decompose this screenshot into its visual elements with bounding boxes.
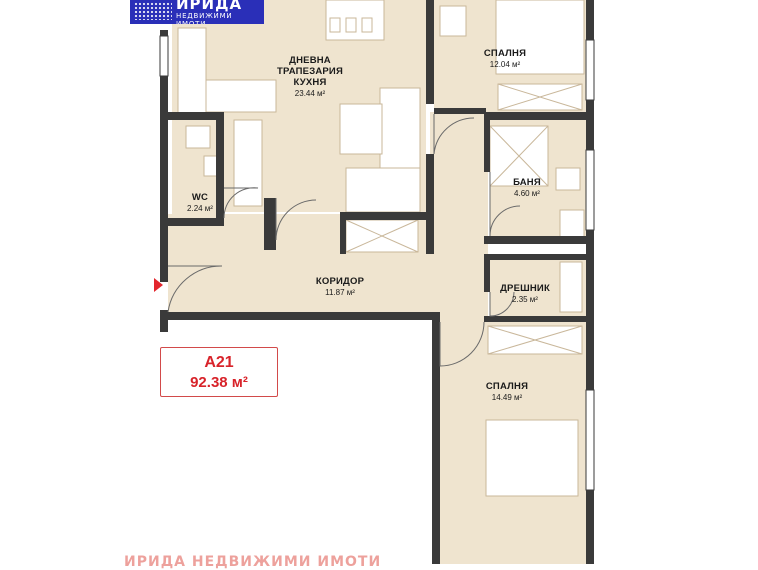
wall-bedroom1-south bbox=[434, 108, 486, 114]
window bbox=[159, 35, 169, 77]
wall-wc-north bbox=[168, 112, 224, 120]
walls bbox=[160, 0, 594, 564]
wall-closet-south bbox=[484, 316, 588, 322]
wall-west bbox=[160, 30, 168, 282]
unit-area: 92.38 м² bbox=[190, 374, 248, 391]
room-bedroom2: СПАЛНЯ 14.49 м² bbox=[472, 381, 542, 402]
watermark: ИРИДА НЕДВИЖИМИ ИМОТИ bbox=[124, 554, 382, 570]
room-wc: WC 2.24 м² bbox=[178, 192, 222, 213]
room-bathroom: БАНЯ 4.60 м² bbox=[500, 177, 554, 198]
room-bathroom-area: 4.60 м² bbox=[514, 188, 540, 198]
room-living-area: 23.44 м² bbox=[294, 88, 326, 98]
wall-west-lower bbox=[160, 310, 168, 332]
bedroom1-door bbox=[433, 114, 475, 155]
room-bedroom1: СПАЛНЯ 12.04 м² bbox=[470, 48, 540, 69]
wall-corridor-south bbox=[168, 312, 440, 320]
room-corridor-name: КОРИДОР bbox=[315, 276, 365, 287]
wall-bath-north bbox=[484, 112, 588, 120]
room-living-name-1: ДНЕВНА bbox=[289, 55, 331, 66]
logo-tagline: НЕДВИЖИМИ ИМОТИ bbox=[176, 12, 233, 24]
toilet bbox=[555, 167, 581, 191]
room-bedroom1-area: 12.04 м² bbox=[489, 59, 521, 69]
kitchen-counter bbox=[177, 27, 207, 115]
unit-summary: A21 92.38 м² bbox=[160, 347, 278, 397]
room-bedroom1-name: СПАЛНЯ bbox=[483, 48, 527, 59]
window bbox=[585, 149, 595, 231]
room-corridor: КОРИДОР 11.87 м² bbox=[300, 276, 380, 297]
doors bbox=[167, 114, 521, 367]
wall-bath-west bbox=[484, 112, 490, 172]
room-wc-name: WC bbox=[191, 192, 209, 203]
closet-door bbox=[489, 291, 515, 317]
entrance-arrow-icon bbox=[154, 278, 163, 292]
dining-chair bbox=[361, 17, 373, 33]
furniture-detail bbox=[345, 83, 583, 355]
wall-bedroom2-west bbox=[432, 318, 440, 564]
bedroom2-door bbox=[439, 321, 485, 367]
wall-living-east-3 bbox=[426, 206, 434, 254]
wall-wc-south bbox=[168, 218, 224, 226]
room-bathroom-name: БАНЯ bbox=[513, 177, 541, 188]
column bbox=[264, 198, 276, 250]
kitchen-island bbox=[205, 79, 277, 113]
dining-chair bbox=[329, 17, 341, 33]
wc-door bbox=[223, 187, 259, 219]
room-living: ДНЕВНА ТРАПЕЗАРИЯ КУХНЯ 23.44 м² bbox=[270, 55, 350, 98]
wall-wardrobe-west bbox=[340, 212, 346, 254]
room-closet: ДРЕШНИК 2.35 м² bbox=[492, 283, 558, 304]
coffee-table bbox=[339, 103, 383, 155]
unit-code: A21 bbox=[204, 354, 234, 371]
room-closet-name: ДРЕШНИК bbox=[500, 283, 550, 294]
room-corridor-area: 11.87 м² bbox=[325, 287, 355, 297]
closet-shelves bbox=[559, 261, 583, 313]
room-closet-area: 2.35 м² bbox=[512, 294, 538, 304]
logo-brand-name: ИРИДА bbox=[176, 0, 243, 13]
room-living-name-2: ТРАПЕЗАРИЯ bbox=[276, 65, 343, 77]
wall-closet-west bbox=[484, 254, 490, 292]
room-wc-area: 2.24 м² bbox=[187, 203, 213, 213]
wall-living-east bbox=[426, 0, 434, 104]
tv-unit bbox=[233, 119, 263, 207]
desk-chair bbox=[439, 5, 467, 37]
sofa-chaise bbox=[345, 167, 421, 213]
wall-wc-east bbox=[216, 120, 224, 226]
room-bedroom2-area: 14.49 м² bbox=[491, 392, 523, 402]
logo-mark-icon bbox=[134, 2, 172, 20]
window bbox=[585, 39, 595, 101]
dining-chair bbox=[345, 17, 357, 33]
windows bbox=[159, 35, 595, 491]
wall-east bbox=[586, 0, 594, 564]
bed2 bbox=[485, 419, 579, 497]
room-living-name-3: КУХНЯ bbox=[293, 76, 327, 88]
entry-door bbox=[167, 265, 223, 313]
window bbox=[585, 389, 595, 491]
wall-bath-south bbox=[484, 236, 588, 244]
bed1 bbox=[495, 0, 585, 75]
corridor-floor-b bbox=[430, 112, 488, 318]
sink bbox=[559, 209, 585, 241]
bath-door bbox=[489, 172, 521, 237]
wall-closet-north bbox=[484, 254, 588, 260]
room-bedroom2-name: СПАЛНЯ bbox=[485, 381, 529, 392]
wall-living-south bbox=[340, 212, 430, 220]
living-door bbox=[275, 198, 317, 241]
wall-living-east-2 bbox=[426, 154, 434, 206]
wc-toilet bbox=[185, 125, 211, 149]
brand-logo: ИРИДА НЕДВИЖИМИ ИМОТИ bbox=[130, 0, 264, 24]
